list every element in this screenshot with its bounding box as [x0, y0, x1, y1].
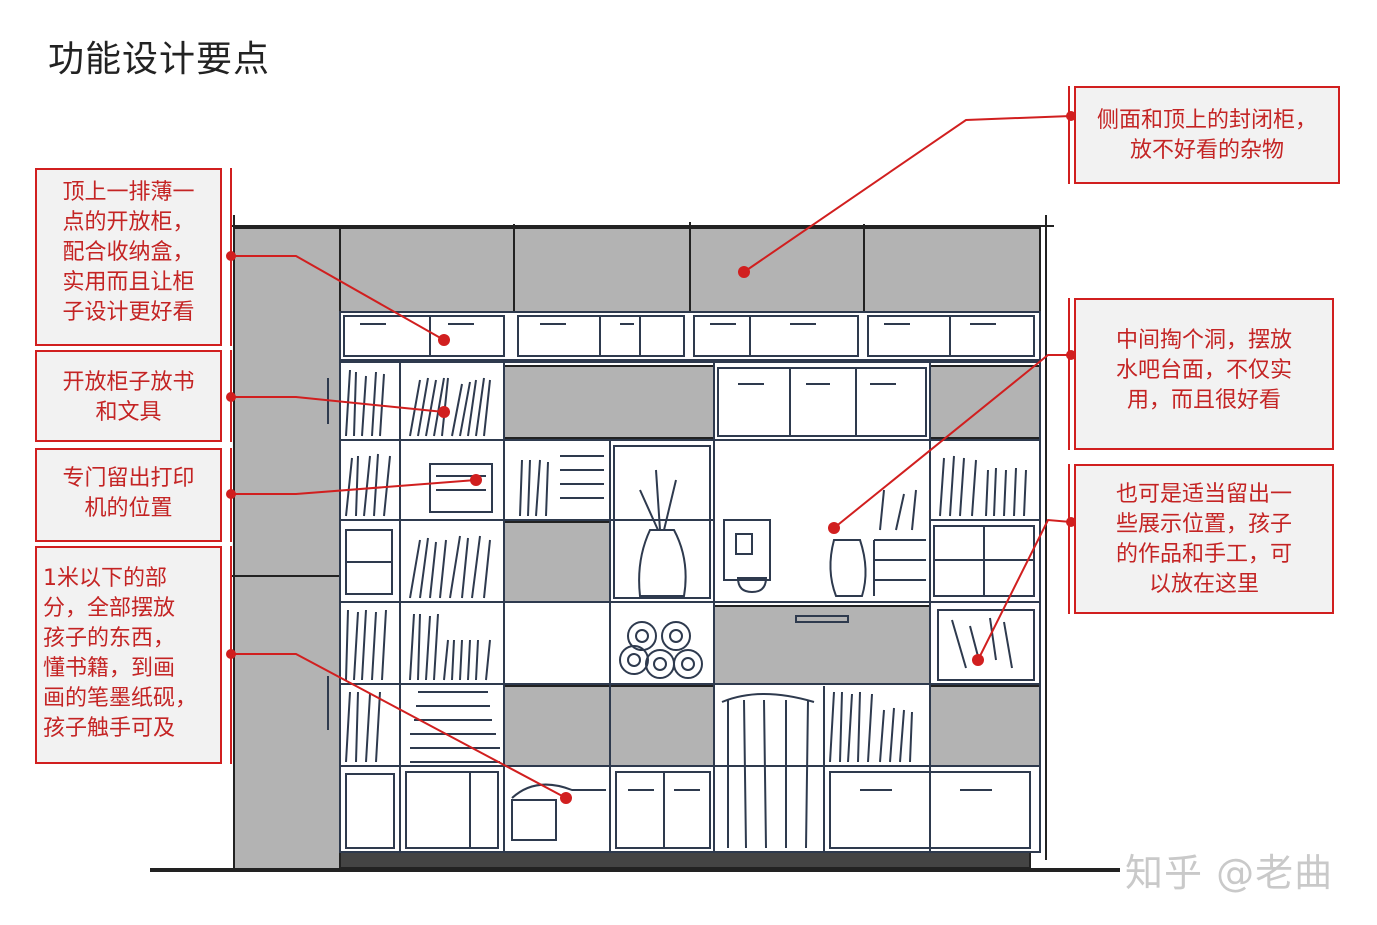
gray-block-2 — [929, 365, 1041, 439]
annotation-line: 侧面和顶上的封闭柜， — [1096, 108, 1317, 133]
annotation-display-area: 也可是适当留出一 些展示位置，孩子 的作品和手工，可 以放在这里 — [1074, 464, 1334, 614]
gray-panels — [233, 227, 1041, 871]
leader-lines — [231, 115, 1072, 799]
open-cabinet-row — [339, 311, 1041, 361]
annotation-printer-spot: 专门留出打印 机的位置 — [35, 448, 222, 542]
annotation-line: 配合收纳盒， — [62, 240, 195, 265]
side-panel-left — [233, 227, 341, 871]
annotation-line: 和文具 — [95, 400, 162, 425]
annotation-line: 开放柜子放书 — [62, 370, 195, 395]
annotation-line: 实用而且让柜 — [62, 270, 195, 295]
annotation-line: 孩子触手可及 — [43, 716, 176, 741]
annotation-line: 点的开放柜， — [62, 210, 195, 235]
annotation-line: 子设计更好看 — [62, 300, 195, 325]
box-accent-lines — [230, 86, 1070, 764]
annotation-line: 的作品和手工，可 — [1115, 542, 1292, 567]
annotation-line: 以放在这里 — [1148, 572, 1259, 597]
annotation-line: 些展示位置，孩子 — [1115, 512, 1292, 537]
annotation-line: 专门留出打印 — [62, 466, 195, 491]
spiral-decor — [619, 621, 703, 679]
book-spines — [345, 369, 1027, 849]
watermark: 知乎 @老曲 — [1125, 851, 1334, 895]
page-title: 功能设计要点 — [48, 39, 271, 80]
annotation-line: 放不好看的杂物 — [1129, 138, 1284, 163]
gray-block-3 — [503, 521, 611, 603]
annotation-line: 水吧台面，不仅实 — [1115, 358, 1292, 383]
gray-block-4 — [713, 605, 931, 685]
annotation-line: 中间掏个洞，摆放 — [1115, 328, 1292, 353]
gray-block-1 — [503, 365, 715, 439]
annotation-closed-cabinet: 侧面和顶上的封闭柜， 放不好看的杂物 — [1074, 86, 1340, 184]
annotation-line: 机的位置 — [84, 496, 173, 521]
annotation-open-bookshelf: 开放柜子放书 和文具 — [35, 350, 222, 442]
annotation-top-open-cabinet: 顶上一排薄一 点的开放柜， 配合收纳盒， 实用而且让柜 子设计更好看 — [35, 168, 222, 346]
main-grid — [327, 361, 1041, 853]
annotation-water-bar: 中间掏个洞，摆放 水吧台面，不仅实 用，而且很好看 — [1074, 298, 1334, 450]
annotation-line: 懂书籍，到画 — [43, 656, 176, 681]
annotation-kids-zone: 1米以下的部 分，全部摆放 孩子的东西， 懂书籍，到画 画的笔墨纸砚， 孩子触手… — [35, 546, 222, 764]
annotation-line: 画的笔墨纸砚， — [43, 686, 198, 711]
annotation-line: 孩子的东西， — [43, 626, 176, 651]
annotation-line: 分，全部摆放 — [43, 596, 176, 621]
base-plinth — [339, 851, 1031, 869]
gray-block-6 — [929, 685, 1041, 767]
annotation-line: 1米以下的部 — [43, 566, 167, 591]
annotation-line: 也可是适当留出一 — [1115, 482, 1292, 507]
top-dividers — [150, 215, 1120, 872]
annotation-line: 用，而且很好看 — [1126, 388, 1281, 413]
annotation-line: 顶上一排薄一 — [62, 180, 195, 205]
